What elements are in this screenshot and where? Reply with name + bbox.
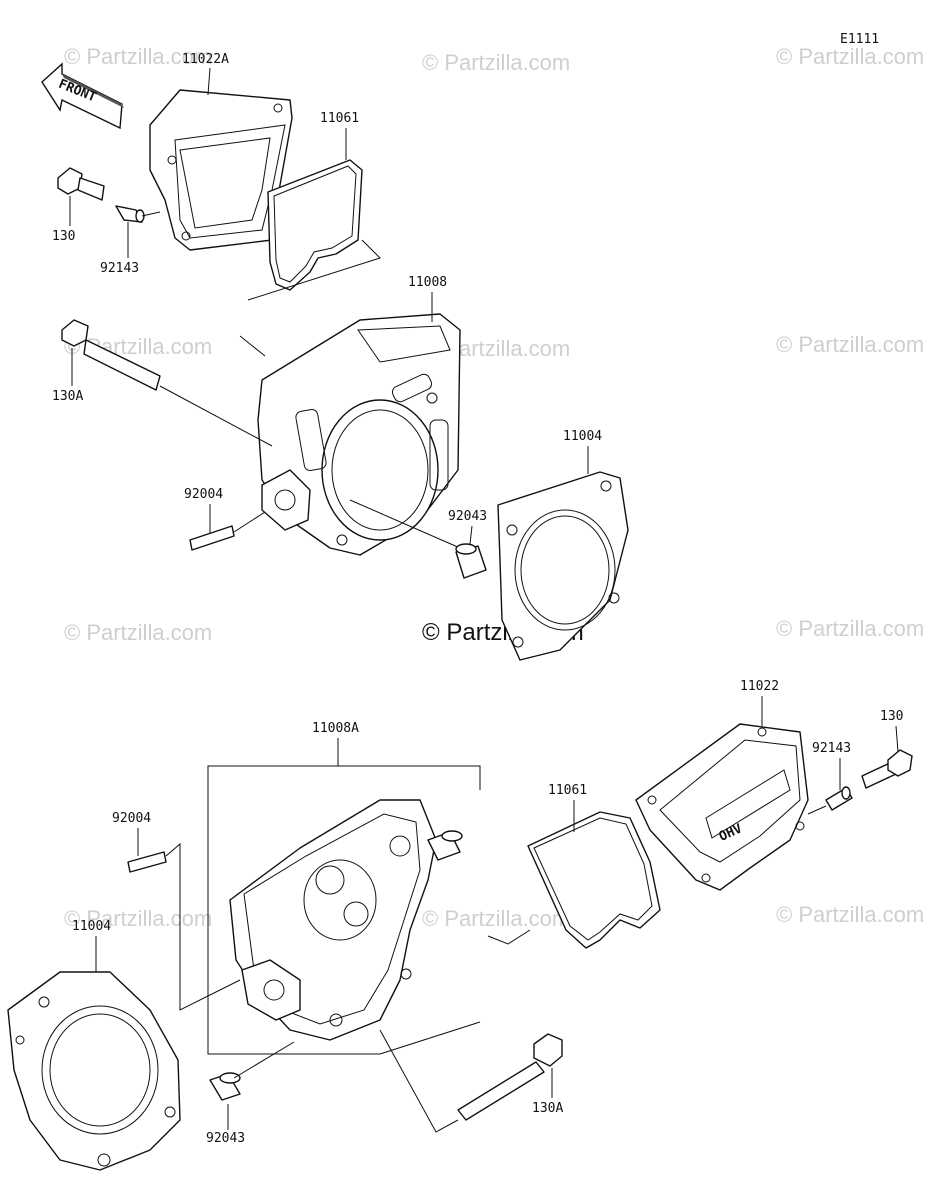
front-arrow-icon: FRONT [41, 62, 124, 130]
watermark: © Partzilla.com [776, 332, 924, 357]
bolt-icon [861, 749, 913, 789]
watermark: © Partzilla.com [422, 906, 570, 931]
watermark: © Partzilla.com [64, 906, 212, 931]
watermark: © Partzilla.com [776, 616, 924, 641]
label-stud-top: 92004 [184, 487, 223, 502]
stud-icon [127, 851, 167, 873]
bolt-icon [57, 167, 105, 201]
diagram-code: E1111 [840, 32, 879, 47]
watermark: © Partzilla.com [776, 902, 924, 927]
label-head-top: 11008 [408, 275, 447, 290]
label-gasket-bottom: 11061 [548, 783, 587, 798]
valve-cover-bottom: OHV [635, 723, 809, 891]
label-head-bottom: 11008A [312, 721, 359, 736]
cylinder-bottom [229, 799, 463, 1041]
label-cover-bottom: 11022 [740, 679, 779, 694]
watermark: © Partzilla.com [64, 44, 212, 69]
label-cover-top: 11022A [182, 52, 229, 67]
head-gasket-top [497, 471, 629, 661]
label-bolt-top: 130 [52, 229, 75, 244]
dowel-pin-icon [209, 1072, 241, 1101]
cover-gasket-bottom [527, 811, 661, 949]
label-dowel-top: 92143 [100, 261, 139, 276]
label-longbolt-bottom: 130A [532, 1101, 563, 1116]
dowel-icon [115, 205, 145, 223]
label-dowelpin-top: 92043 [448, 509, 487, 524]
label-stud-bottom: 92004 [112, 811, 151, 826]
long-bolt-icon [61, 319, 161, 391]
stud-icon [189, 525, 235, 551]
label-gasket-head-bottom: 11004 [72, 919, 111, 934]
label-gasket-head-top: 11004 [563, 429, 602, 444]
label-longbolt-top: 130A [52, 389, 83, 404]
long-bolt-icon [457, 1033, 563, 1121]
watermark: © Partzilla.com [64, 620, 212, 645]
label-dowelpin-bottom: 92043 [206, 1131, 245, 1146]
valve-cover-top [149, 89, 293, 251]
label-gasket-top: 11061 [320, 111, 359, 126]
dowel-pin-icon [455, 543, 487, 579]
watermark: © Partzilla.com [776, 44, 924, 69]
cover-gasket-top [267, 159, 363, 291]
watermark: © Partzilla.com [422, 50, 570, 75]
label-dowel-bottom: 92143 [812, 741, 851, 756]
label-bolt-bottom: 130 [880, 709, 903, 724]
cylinder-top [257, 313, 461, 556]
dowel-icon [825, 786, 853, 811]
head-gasket-bottom [7, 971, 181, 1171]
